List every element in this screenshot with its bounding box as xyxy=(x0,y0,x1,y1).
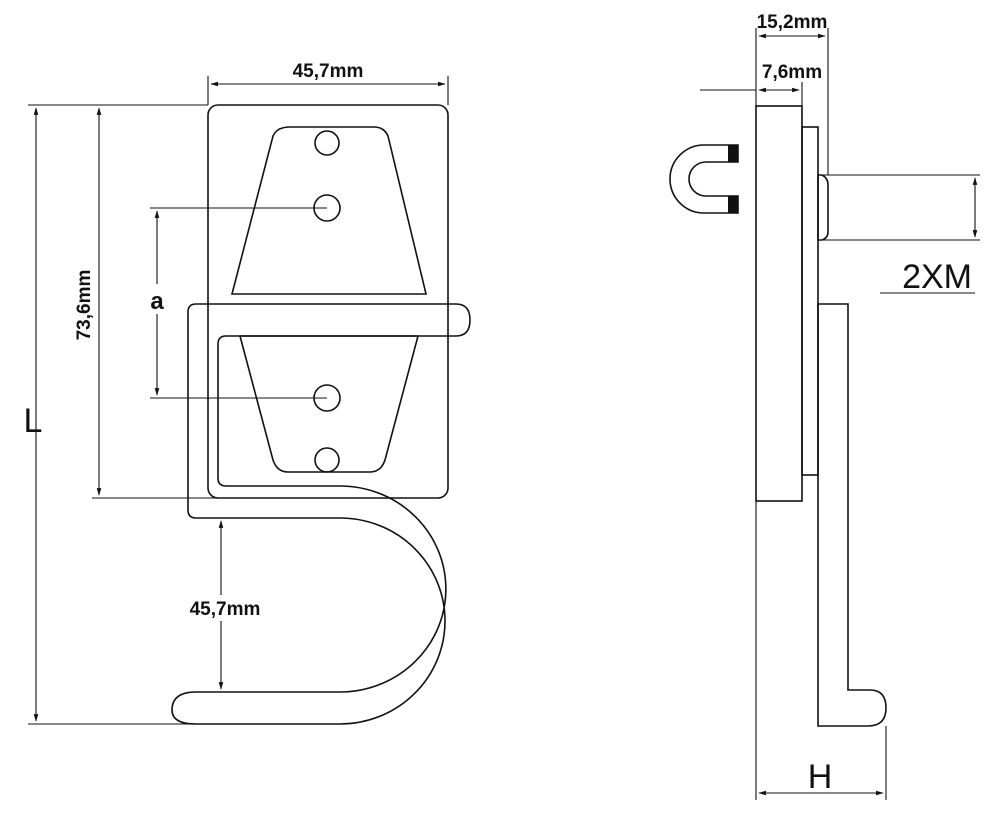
hook-rod-outer xyxy=(171,303,471,725)
dim-L-label: L xyxy=(24,402,43,440)
dim-width-label: 45,7mm xyxy=(293,61,364,82)
bracket-side xyxy=(801,126,819,476)
plate-side xyxy=(755,105,803,502)
dim-total-label: 15,2mm xyxy=(757,12,828,33)
dim-opening-label: 45,7mm xyxy=(190,599,261,620)
bracket-upper xyxy=(230,126,428,295)
front-view: L 73,6mm a 45,7mm 45,7mm xyxy=(24,61,471,725)
mounting-plate xyxy=(207,104,449,499)
hook-rod-side xyxy=(817,303,887,727)
magnet-icon xyxy=(669,144,739,214)
dim-plate-label: 7,6mm xyxy=(762,62,822,83)
dim-thread-label: 2XM xyxy=(902,258,972,296)
dim-a-label: a xyxy=(150,288,164,315)
side-view: 2XM 15,2mm 7,6mm H xyxy=(669,12,980,800)
dim-H-label: H xyxy=(808,758,833,796)
bracket-lower xyxy=(238,335,420,473)
threaded-stud xyxy=(817,174,829,241)
mounting-hole-1 xyxy=(314,130,340,156)
mounting-hole-4 xyxy=(314,447,340,473)
magnet-pole-bottom xyxy=(728,196,738,213)
magnet-pole-top xyxy=(728,145,738,162)
dim-height-label: 73,6mm xyxy=(74,270,95,341)
